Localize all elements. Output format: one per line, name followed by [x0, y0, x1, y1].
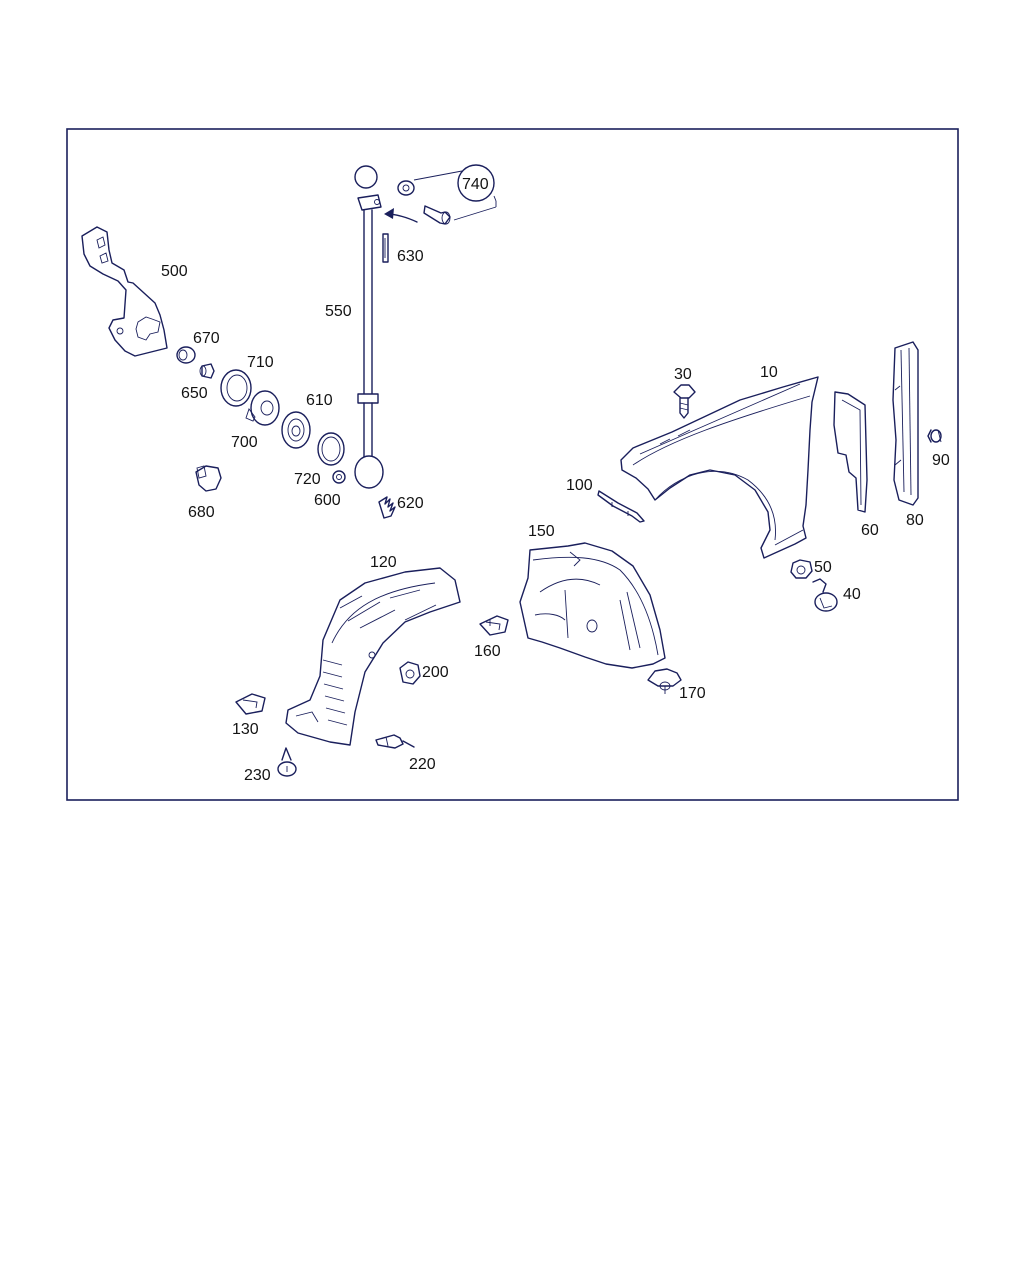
part-80-strip[interactable] — [892, 341, 919, 506]
part-500-bracket[interactable] — [81, 226, 168, 357]
label-500: 500 — [161, 263, 188, 280]
label-610: 610 — [306, 392, 333, 409]
label-200: 200 — [422, 664, 449, 681]
part-230-clip[interactable] — [277, 747, 297, 777]
label-130: 130 — [232, 721, 259, 738]
label-600: 600 — [314, 492, 341, 509]
callout-740[interactable]: 740 — [384, 164, 497, 225]
label-650: 650 — [181, 385, 208, 402]
label-700: 700 — [231, 434, 258, 451]
label-620: 620 — [397, 495, 424, 512]
label-80: 80 — [906, 512, 924, 529]
diagram-frame — [66, 128, 959, 801]
label-90: 90 — [932, 452, 950, 469]
label-50: 50 — [814, 559, 832, 576]
part-160-clip[interactable] — [479, 615, 509, 636]
part-550-rod[interactable] — [354, 165, 384, 489]
label-680: 680 — [188, 504, 215, 521]
callout-740-label: 740 — [462, 176, 489, 193]
part-90-clip[interactable] — [927, 429, 942, 443]
part-50-nut[interactable] — [790, 559, 813, 579]
part-30-bolt[interactable] — [673, 384, 696, 419]
part-200-nut[interactable] — [399, 661, 421, 685]
label-100: 100 — [566, 477, 593, 494]
part-150-wheel-liner[interactable] — [519, 542, 666, 669]
part-720-ring[interactable] — [317, 432, 345, 466]
part-100-trim[interactable] — [597, 490, 645, 523]
label-10: 10 — [760, 364, 778, 381]
part-220-rivet[interactable] — [375, 734, 415, 749]
label-230: 230 — [244, 767, 271, 784]
part-60-seal[interactable] — [833, 391, 868, 513]
part-40-bolt[interactable] — [812, 578, 838, 612]
label-40: 40 — [843, 586, 861, 603]
part-130-clip[interactable] — [235, 693, 266, 715]
part-680-clip[interactable] — [195, 465, 222, 492]
label-550: 550 — [325, 303, 352, 320]
part-630-pin[interactable] — [382, 233, 389, 263]
part-700-bearing[interactable] — [245, 390, 280, 426]
part-120-wheel-liner[interactable] — [285, 567, 461, 746]
label-720: 720 — [294, 471, 321, 488]
label-710: 710 — [247, 354, 274, 371]
label-160: 160 — [474, 643, 501, 660]
label-670: 670 — [193, 330, 220, 347]
part-610-bushing[interactable] — [281, 411, 311, 449]
part-620-spring[interactable] — [378, 496, 396, 519]
label-120: 120 — [370, 554, 397, 571]
part-170-clip[interactable] — [647, 668, 682, 694]
part-650-spacer[interactable] — [199, 363, 215, 379]
part-670-bushing[interactable] — [176, 346, 196, 364]
part-600-nut[interactable] — [332, 470, 346, 484]
part-10-fender[interactable] — [620, 376, 819, 559]
label-150: 150 — [528, 523, 555, 540]
label-60: 60 — [861, 522, 879, 539]
part-710-ring[interactable] — [220, 369, 252, 407]
label-220: 220 — [409, 756, 436, 773]
label-630: 630 — [397, 248, 424, 265]
label-30: 30 — [674, 366, 692, 383]
label-170: 170 — [679, 685, 706, 702]
